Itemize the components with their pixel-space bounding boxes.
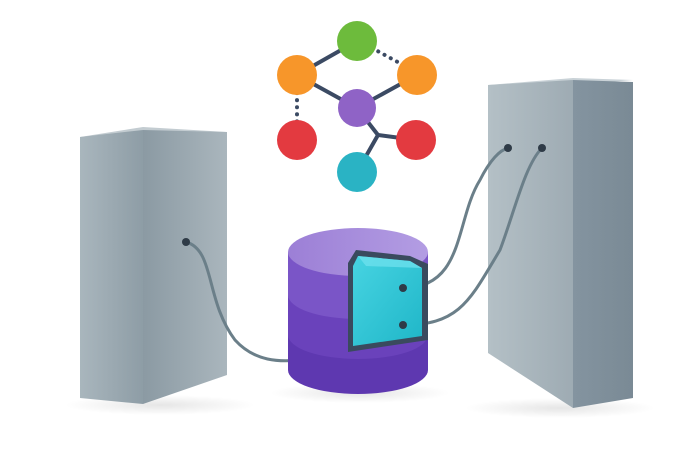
node-red-left xyxy=(277,120,317,160)
left-tower-port xyxy=(182,238,190,246)
database-cylinder xyxy=(288,228,428,394)
right-tower-shadow xyxy=(465,398,655,418)
right-tower-front xyxy=(488,80,573,408)
database-panel xyxy=(353,256,422,346)
node-orange-left xyxy=(277,55,317,95)
database-panel-highlight xyxy=(358,256,422,268)
molecule-dotted-bonds xyxy=(295,46,407,124)
database-port-1 xyxy=(399,284,407,292)
node-purple-center xyxy=(338,89,376,127)
left-cable xyxy=(184,240,302,363)
left-tower-front xyxy=(80,130,143,404)
node-green xyxy=(337,21,377,61)
right-cable-upper xyxy=(401,146,510,290)
right-tower-side xyxy=(573,80,633,408)
right-server-tower xyxy=(488,78,633,408)
dotted-bond-top-right xyxy=(370,46,407,68)
right-tower-port-2 xyxy=(538,144,546,152)
right-tower-port-1 xyxy=(504,144,512,152)
molecule-network xyxy=(277,21,437,192)
node-orange-right xyxy=(397,55,437,95)
node-red-right xyxy=(396,120,436,160)
right-cable-lower xyxy=(401,146,544,327)
database-port-2 xyxy=(399,321,407,329)
left-server-tower xyxy=(80,127,227,404)
left-tower-side xyxy=(143,130,227,404)
connecting-cables xyxy=(184,146,544,363)
node-teal-bottom xyxy=(337,152,377,192)
